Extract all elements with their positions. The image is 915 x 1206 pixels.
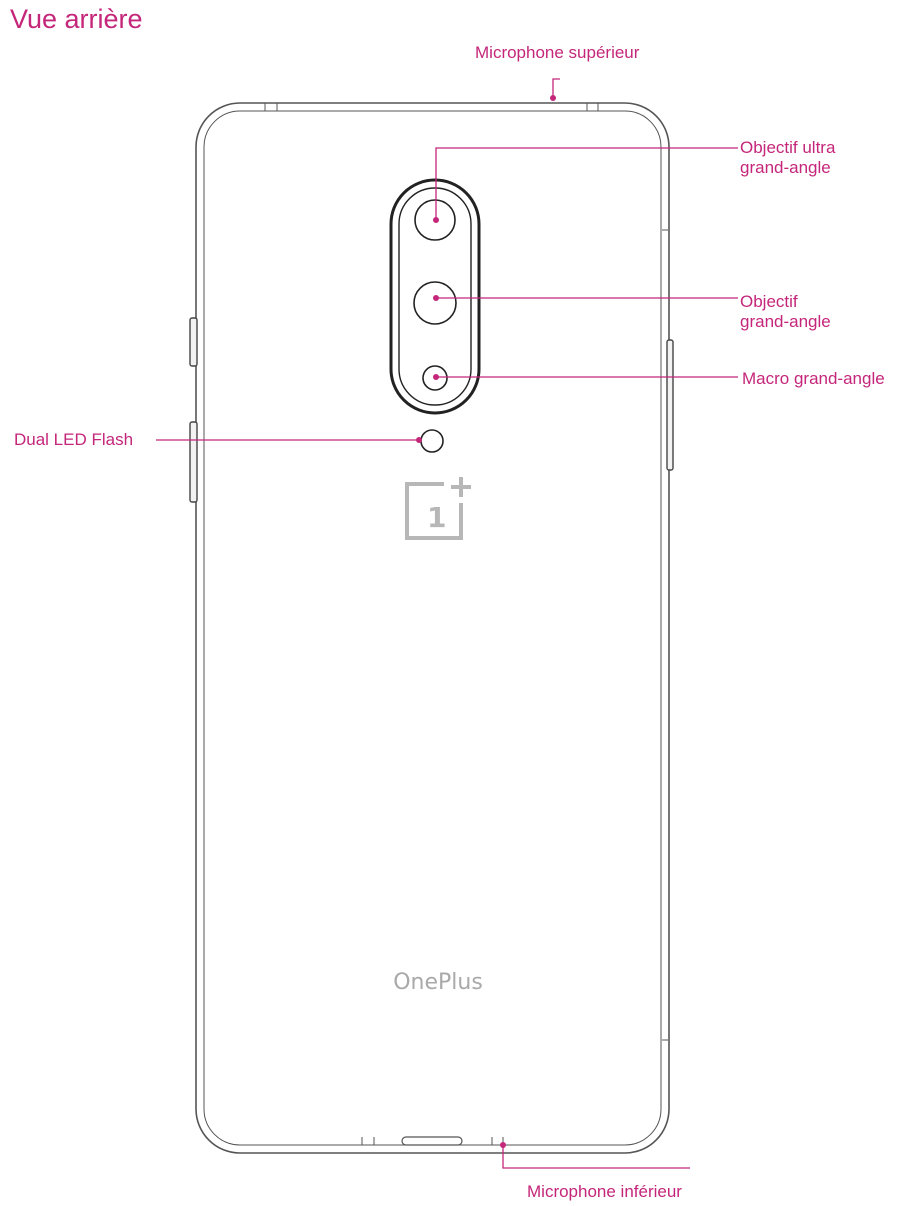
label-ultra-wide-1: Objectif ultra bbox=[740, 138, 836, 157]
macro-lens bbox=[422, 365, 448, 391]
label-ultra-wide-2: grand-angle bbox=[740, 158, 831, 177]
leader-dots bbox=[416, 95, 556, 1148]
label-wide-1: Objectif bbox=[740, 292, 798, 311]
label-wide-2: grand-angle bbox=[740, 312, 831, 331]
page-title: Vue arrière bbox=[10, 4, 143, 34]
label-mic-bottom: Microphone inférieur bbox=[527, 1182, 682, 1201]
flash-ring bbox=[420, 429, 444, 453]
power-button bbox=[666, 339, 674, 471]
volume-button bbox=[189, 421, 198, 503]
phone-body bbox=[195, 102, 670, 1154]
label-flash: Dual LED Flash bbox=[14, 430, 134, 449]
wide-lens bbox=[413, 281, 457, 325]
logo-digit: 1 bbox=[427, 501, 446, 534]
leader-lines bbox=[156, 78, 738, 1169]
brand-wordmark: OnePlus bbox=[393, 970, 483, 995]
ultra-wide-lens bbox=[414, 199, 456, 241]
oneplus-logo-icon: 1 bbox=[405, 477, 471, 540]
alert-slider bbox=[189, 317, 198, 367]
side-buttons bbox=[189, 317, 674, 503]
usb-port bbox=[401, 1136, 463, 1146]
camera-module bbox=[389, 178, 481, 415]
label-mic-top: Microphone supérieur bbox=[475, 43, 640, 62]
label-macro: Macro grand-angle bbox=[742, 369, 885, 388]
